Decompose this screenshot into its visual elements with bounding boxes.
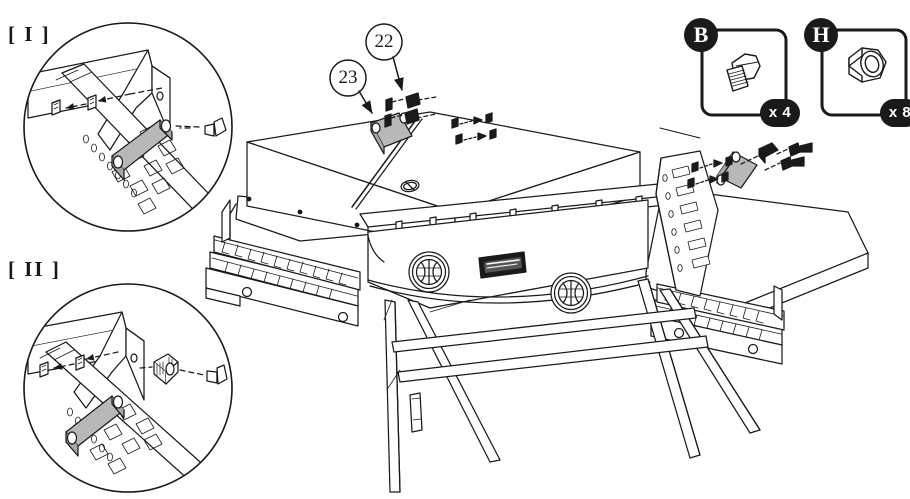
callout-23 <box>329 59 373 114</box>
callout-number-23: 23 <box>338 67 358 88</box>
left-exploded-hardware <box>384 92 497 145</box>
control-knob-left <box>408 251 450 293</box>
callout-number-22: 22 <box>374 31 394 52</box>
hardware-kit-count-h: x 8 <box>880 99 910 127</box>
right-exploded-hardware <box>687 142 813 189</box>
hardware-kit-letter-h: H <box>804 18 838 52</box>
right-mounting-rail <box>655 150 719 297</box>
left-strap-bracket <box>370 112 413 155</box>
main-grill-assembly <box>205 92 869 493</box>
left-panel-nut-marks <box>451 112 497 145</box>
control-knob-right <box>550 272 592 314</box>
carriage-bolt-icon <box>726 53 761 92</box>
hardware-kit-H <box>820 28 908 117</box>
hardware-kit-B <box>700 28 788 117</box>
hardware-kit-letter-b: B <box>684 18 718 52</box>
callout-22 <box>365 23 404 91</box>
cart-frame <box>383 278 761 493</box>
brand-badge <box>478 251 527 279</box>
right-strap-bracket <box>716 151 758 189</box>
detail-view-2 <box>23 283 233 493</box>
detail-view-1 <box>23 22 233 232</box>
hex-locknut-icon <box>848 47 887 83</box>
detail-label-2: [ II ] <box>8 257 61 281</box>
left-shelf-grate <box>205 199 361 327</box>
detail-label-1: [ I ] <box>8 22 51 46</box>
hardware-kit-count-b: x 4 <box>760 99 800 127</box>
right-panel-nut-marks <box>687 155 733 189</box>
